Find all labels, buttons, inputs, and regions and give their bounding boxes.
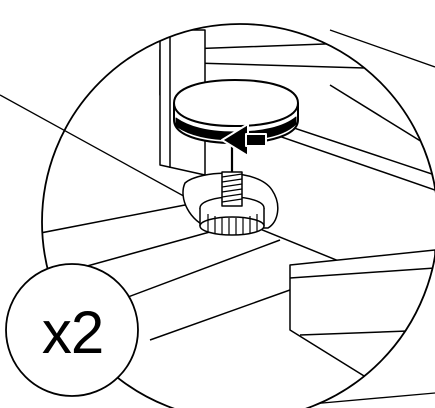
leader-line-top	[329, 29, 435, 68]
leader-line-bottom	[299, 392, 435, 406]
quantity-badge	[5, 263, 139, 397]
rotation-arrow-icon	[173, 79, 299, 157]
leader-line-icon	[0, 94, 201, 206]
adjustable-foot-icon	[199, 95, 265, 236]
quantity-label: x2	[41, 298, 104, 366]
zoom-circle-outline	[41, 23, 435, 408]
